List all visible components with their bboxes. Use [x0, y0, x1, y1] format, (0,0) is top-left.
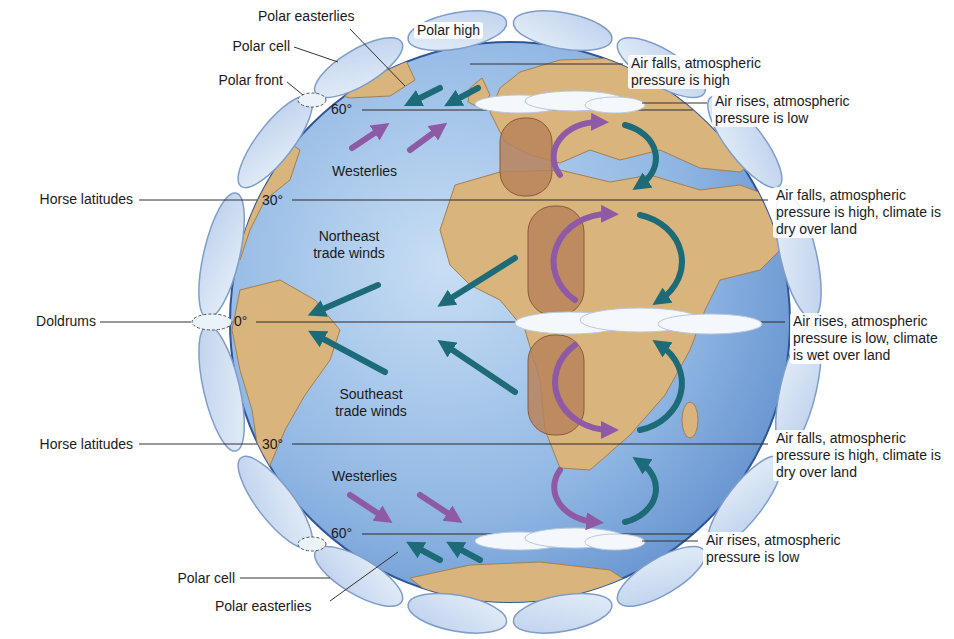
clouds: [475, 91, 762, 550]
leader-line: [139, 444, 257, 445]
latitude-line: [292, 200, 768, 201]
cloud: [585, 534, 645, 550]
zone-label: Horse latitudes: [40, 191, 133, 208]
earth-disc: [230, 42, 790, 602]
africa: [440, 170, 790, 470]
wind-arrow: [452, 88, 478, 102]
wind-label: Westerlies: [332, 163, 397, 180]
cell-label: Polar cell: [232, 38, 290, 55]
leader-line: [642, 541, 698, 542]
process-note: Air rises, atmospheric pressure is low, …: [790, 313, 942, 364]
loop-arrow: [554, 214, 610, 300]
loop-arrow: [555, 345, 610, 430]
continents: [228, 52, 790, 610]
wind-arrow: [445, 345, 515, 392]
loop-arrow: [640, 345, 682, 430]
wind-arrow: [316, 335, 385, 372]
latitude-label: 60°: [331, 525, 352, 542]
hadley-cell: [190, 189, 254, 322]
leader-line: [240, 578, 330, 579]
process-note: Air rises, atmospheric pressure is low: [703, 532, 879, 566]
zone-label: Doldrums: [36, 313, 96, 330]
leader-lines: [100, 29, 707, 601]
desert-band: [500, 118, 552, 196]
wind-label: Westerlies: [332, 468, 397, 485]
pressure-label: Polar high: [414, 22, 483, 39]
latitude-label: 0°: [234, 313, 247, 330]
polar-cell: [405, 4, 510, 57]
cloud: [585, 97, 645, 113]
wind-label: Southeast trade winds: [330, 386, 412, 420]
wind-label: Polar easterlies: [215, 598, 312, 615]
doldrums-blob: [192, 314, 232, 330]
wind-arrow: [414, 546, 440, 560]
wind-label: Northeast trade winds: [308, 228, 390, 262]
polar-front-blob: [298, 93, 326, 107]
leader-line: [100, 322, 191, 323]
latitude-label: 30°: [262, 436, 283, 453]
leader-line: [350, 29, 405, 86]
wind-arrow: [410, 128, 440, 150]
wind-arrow: [412, 88, 440, 102]
process-note: Air rises, atmospheric pressure is low: [712, 93, 888, 127]
polar-cell: [510, 4, 615, 57]
wind-arrow: [454, 546, 480, 560]
wind-arrow: [316, 285, 378, 312]
loop-arrow: [554, 470, 595, 522]
process-note: Air falls, atmospheric pressure is high,…: [773, 187, 947, 238]
leader-line: [139, 200, 257, 201]
zone-label: Horse latitudes: [40, 436, 133, 453]
wind-arrow: [420, 495, 455, 518]
loop-arrow: [554, 122, 600, 175]
polar-cell: [405, 587, 510, 639]
leader-line: [330, 552, 398, 601]
wind-label: Polar easterlies: [258, 8, 355, 25]
latitude-lines: [256, 110, 785, 534]
loop-arrow: [625, 125, 656, 185]
latitude-label: 60°: [331, 101, 352, 118]
wind-arrows: [316, 88, 515, 560]
latitude-line: [292, 444, 768, 445]
leader-line: [294, 47, 338, 62]
polar-front-blob: [298, 537, 326, 551]
leader-line: [287, 82, 303, 95]
cloud: [658, 314, 762, 334]
madagascar: [682, 402, 698, 438]
loop-arrow: [640, 215, 682, 300]
wind-arrow: [352, 128, 382, 148]
front-label: Polar front: [218, 72, 283, 89]
cell-label: Polar cell: [177, 570, 235, 587]
leader-line: [470, 64, 623, 65]
wind-arrow: [350, 495, 385, 518]
loop-arrow: [625, 462, 656, 522]
wind-arrow: [445, 258, 515, 302]
process-note: Air falls, atmospheric pressure is high: [628, 55, 799, 89]
circulation-loops: [554, 122, 682, 522]
process-note: Air falls, atmospheric pressure is high,…: [773, 430, 947, 481]
polar-cell: [510, 587, 615, 639]
hadley-cell: [190, 322, 254, 455]
leader-line: [642, 103, 707, 104]
latitude-label: 30°: [262, 192, 283, 209]
